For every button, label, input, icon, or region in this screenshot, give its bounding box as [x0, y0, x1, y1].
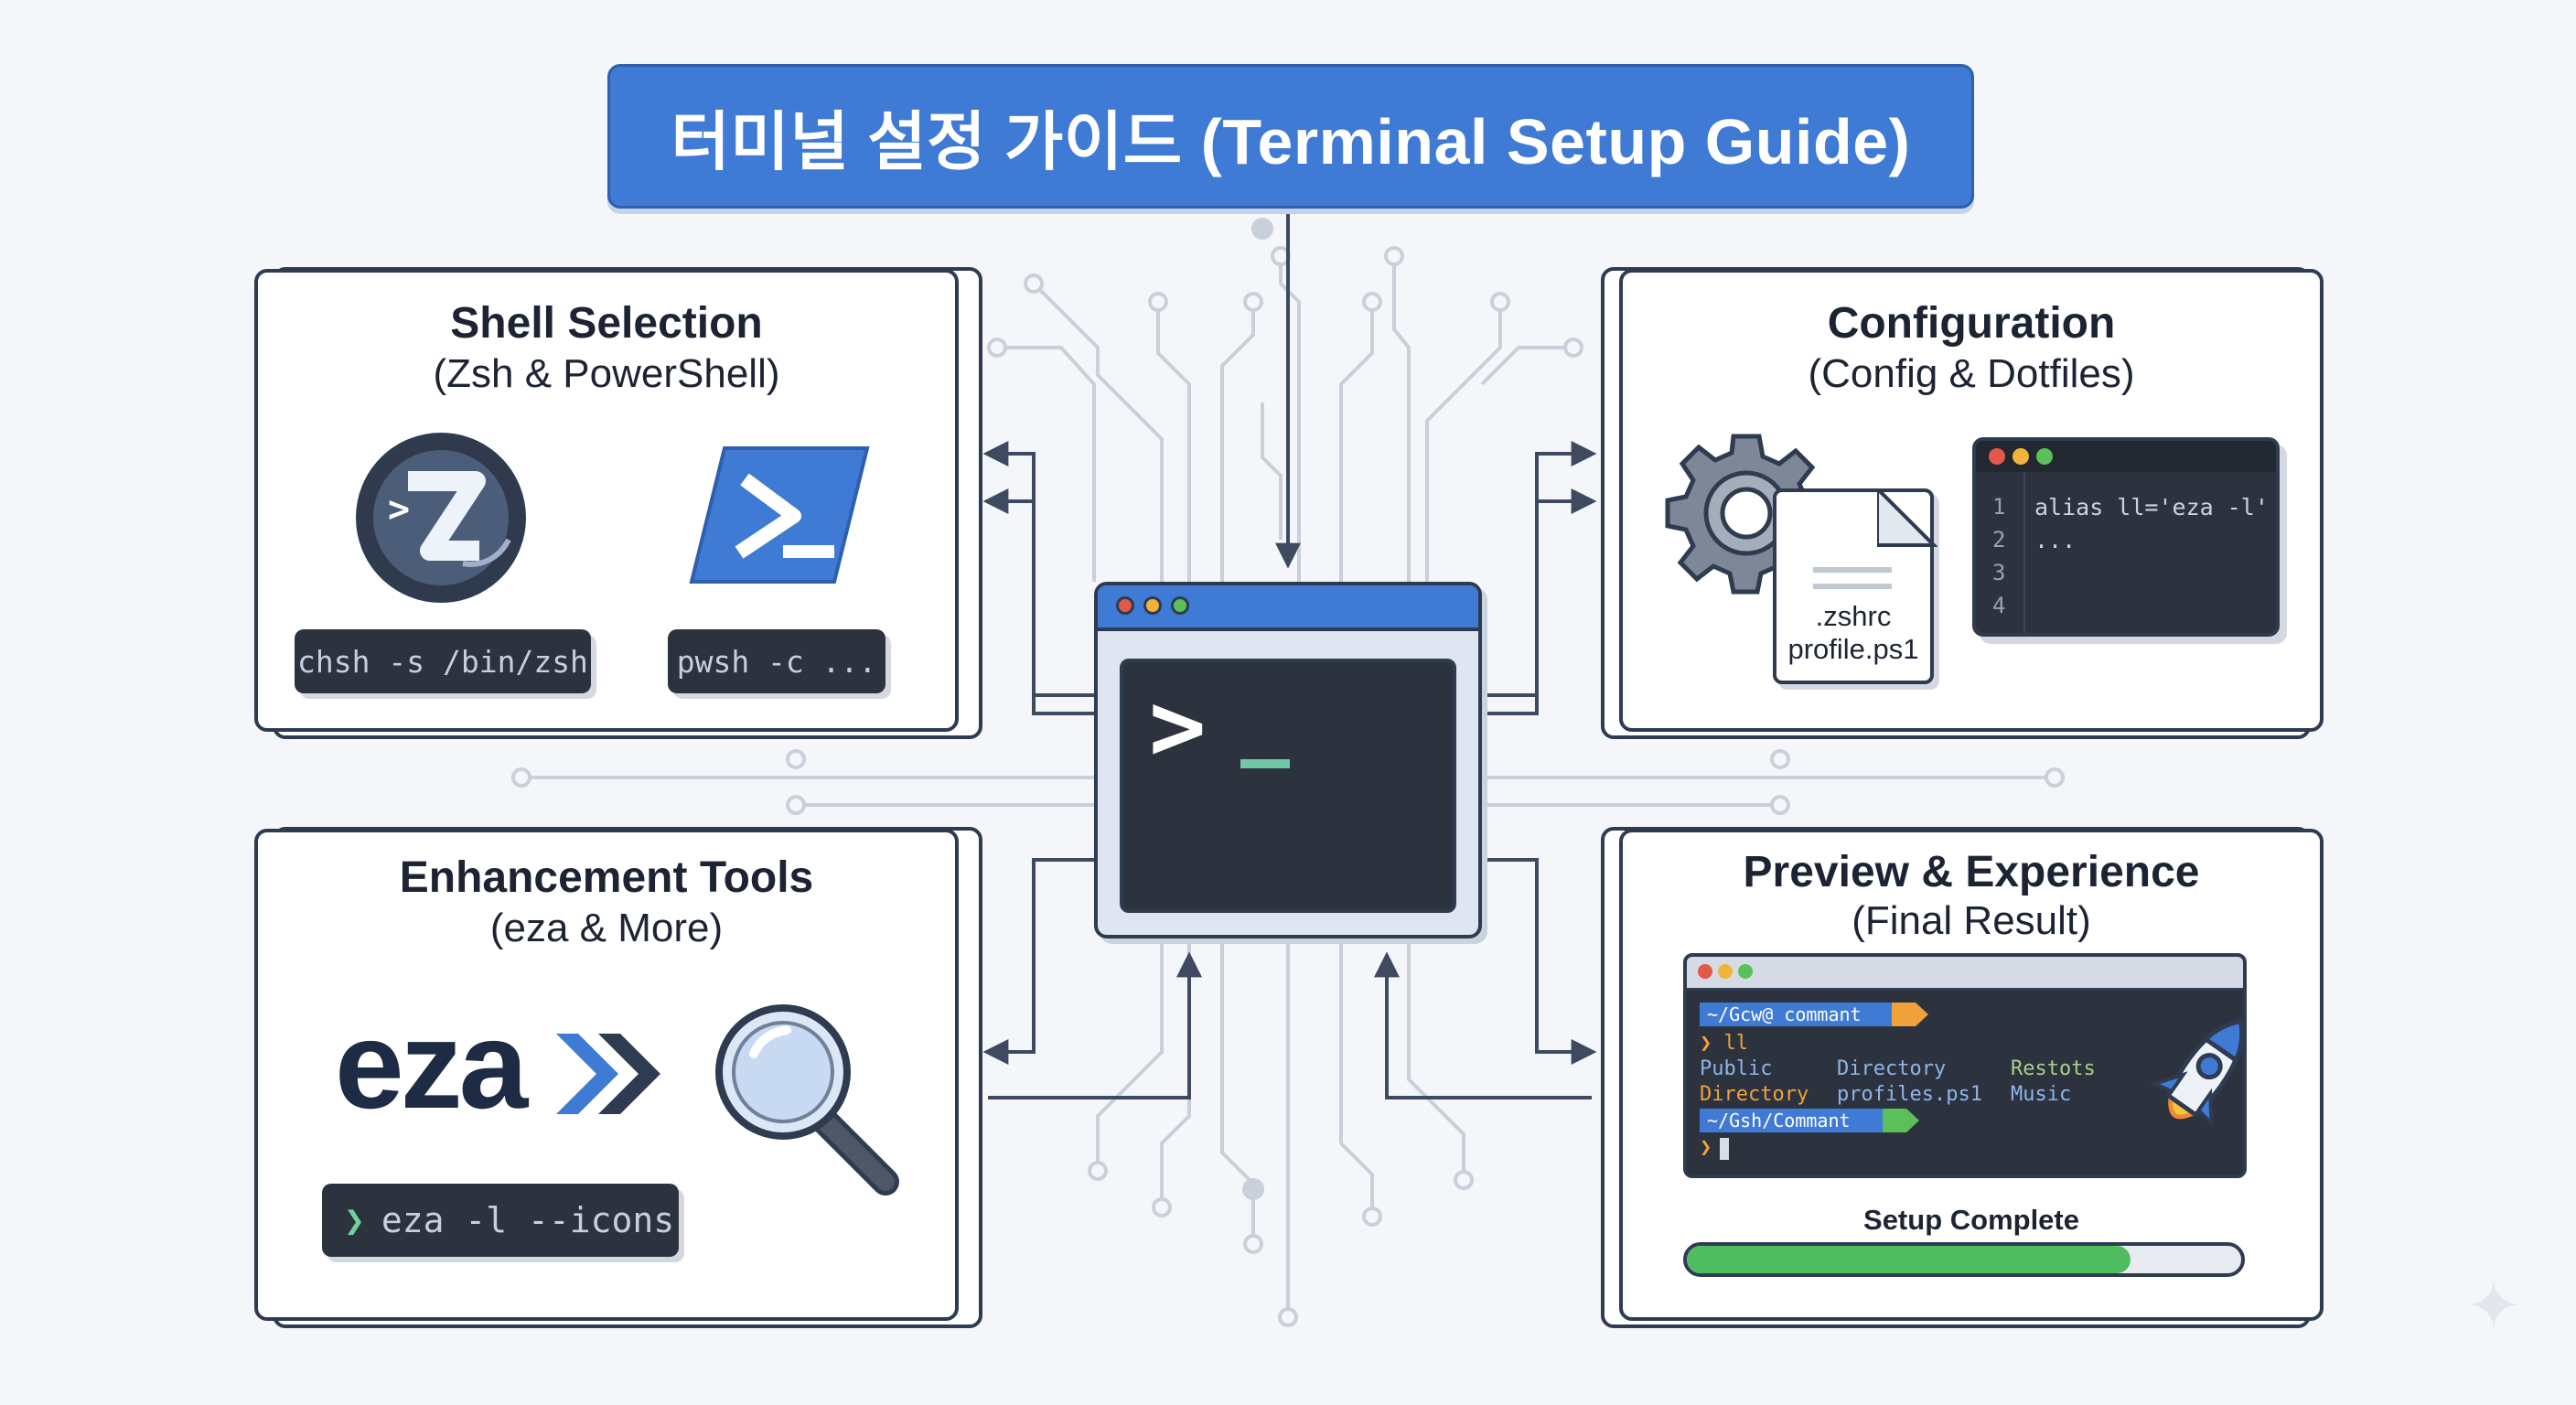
preview-terminal-window: ~/Gcw@ commant ❯ ll Public Directory Res… [1683, 953, 2247, 1178]
line-number: 3 [1992, 560, 2006, 585]
sparkle-icon [2470, 1281, 2517, 1328]
zsh-logo-icon: > [356, 433, 526, 603]
close-dot-icon [1698, 964, 1712, 979]
config-panel-subtitle: (Config & Dotfiles) [1808, 351, 2135, 396]
prompt-tag-path: ~/Gcw@ commant [1700, 1003, 1892, 1026]
eza-chevrons-icon [556, 1034, 660, 1114]
central-terminal-titlebar [1098, 585, 1478, 631]
setup-status-label: Setup Complete [1863, 1204, 2079, 1236]
code-line-alias: alias ll='eza -l' [2034, 494, 2269, 520]
shell-panel-title: Shell Selection [450, 299, 763, 348]
terminal-cursor [1720, 1138, 1729, 1160]
eza-command-pill: ❯ eza -l --icons [322, 1184, 679, 1257]
dotfile-document-icon: .zshrc profile.ps1 [1773, 488, 1937, 684]
zshrc-filename: .zshrc [1815, 600, 1892, 632]
line-number: 1 [1992, 494, 2006, 520]
terminal-prompt-icon: > [1149, 670, 1207, 782]
maximize-dot-icon [1171, 596, 1189, 615]
pwsh-command-pill: pwsh -c ... [668, 629, 886, 693]
page-title: 터미널 설정 가이드 (Terminal Setup Guide) [607, 64, 1974, 209]
close-dot-icon [1116, 596, 1134, 615]
prompt-chevron-icon: ❯ [1700, 1136, 1712, 1159]
enhancement-tools-panel: Enhancement Tools (eza & More) eza ❯ eza… [254, 829, 959, 1321]
shell-panel-subtitle: (Zsh & PowerShell) [433, 351, 780, 396]
profile-filename: profile.ps1 [1787, 633, 1919, 665]
preview-titlebar [1687, 957, 2243, 991]
line-number: 4 [1992, 593, 2006, 618]
tools-panel-subtitle: (eza & More) [489, 906, 724, 950]
magnifier-icon [715, 1004, 899, 1196]
line-number: 2 [1992, 527, 2006, 552]
prompt-tag-path-2: ~/Gsh/Commant [1700, 1109, 1883, 1132]
page-fold-icon [1877, 488, 1937, 547]
svg-text:>: > [388, 488, 410, 531]
maximize-dot-icon [2036, 448, 2053, 465]
line-number-gutter [1976, 472, 2025, 633]
rocket-icon [2149, 1018, 2245, 1129]
zsh-command-pill: chsh -s /bin/zsh [295, 629, 591, 693]
listing-cell: Directory [1700, 1083, 1809, 1106]
terminal-line-cmd: ❯ ll [1700, 1032, 1748, 1055]
prompt-tag-arrow-icon [1883, 1109, 1919, 1132]
preview-panel-title: Preview & Experience [1743, 848, 2200, 896]
listing-cell: Public [1700, 1057, 1773, 1080]
listing-cell: profiles.ps1 [1837, 1083, 1982, 1106]
maximize-dot-icon [1738, 964, 1753, 979]
tools-panel-title: Enhancement Tools [399, 853, 814, 902]
shell-selection-panel: Shell Selection (Zsh & PowerShell) > chs… [254, 269, 959, 732]
config-panel-title: Configuration [1827, 299, 2116, 348]
listing-cell: Restots [2011, 1057, 2096, 1080]
powershell-logo-icon [689, 446, 870, 584]
zsh-command-text: chsh -s /bin/zsh [297, 643, 588, 680]
config-code-window: 1 2 3 4 alias ll='eza -l' ... [1972, 437, 2280, 637]
code-window-titlebar [1976, 441, 2276, 472]
listing-cell: Music [2011, 1083, 2072, 1106]
eza-command-text: eza -l --icons [381, 1200, 675, 1240]
terminal-cursor [1240, 759, 1290, 768]
minimize-dot-icon [2012, 448, 2029, 465]
central-terminal-window: > [1094, 582, 1482, 938]
pwsh-command-text: pwsh -c ... [676, 643, 877, 680]
setup-progress-bar [1683, 1242, 2245, 1277]
minimize-dot-icon [1143, 596, 1162, 615]
prompt-chevron-icon: ❯ [344, 1200, 365, 1240]
listing-cell: Directory [1837, 1057, 1947, 1080]
eza-logo-text: eza [335, 995, 528, 1134]
preview-panel-subtitle: (Final Result) [1852, 898, 2091, 943]
central-terminal-screen: > [1120, 659, 1456, 913]
prompt-tag-arrow-icon [1892, 1003, 1928, 1026]
progress-fill [1687, 1246, 2131, 1273]
close-dot-icon [1989, 448, 2005, 465]
code-line-ellipsis: ... [2034, 527, 2077, 553]
minimize-dot-icon [1718, 964, 1733, 979]
